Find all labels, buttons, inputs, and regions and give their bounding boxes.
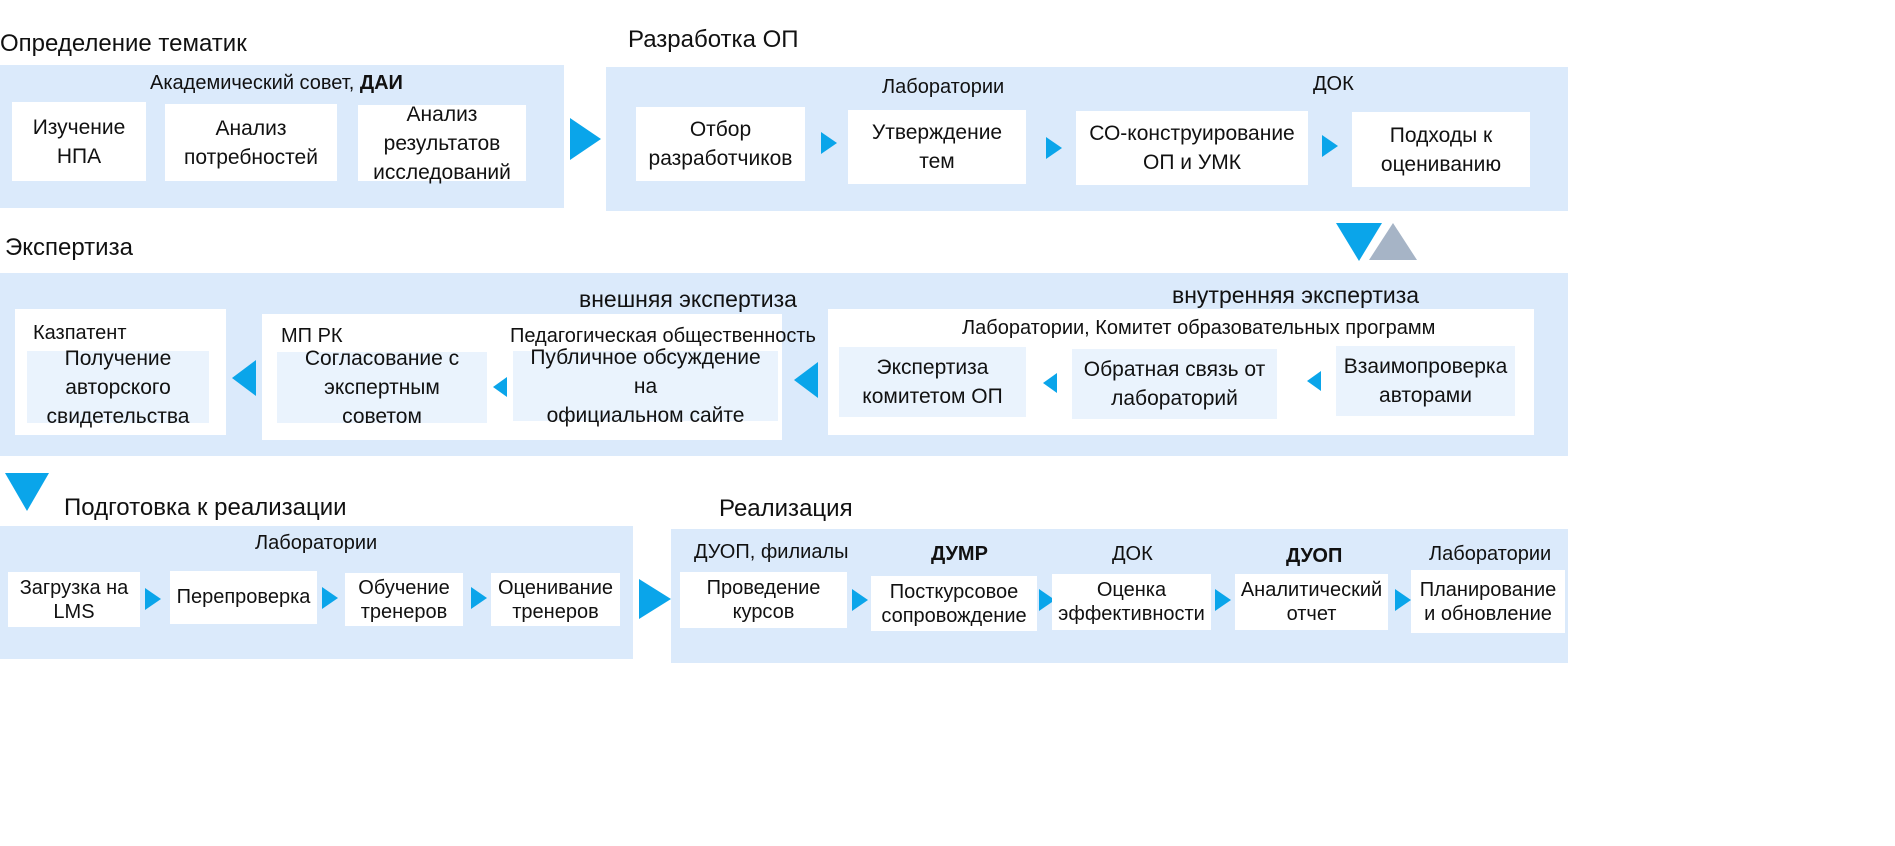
topics-box-3: Анализ результатов исследований	[358, 103, 526, 184]
internal-label: Лаборатории, Комитет образовательных про…	[962, 317, 1436, 339]
mp-label: МП РК	[281, 325, 343, 347]
preparation-labs-label: Лаборатории	[255, 532, 378, 554]
preparation-box-1: Загрузка на LMS	[8, 572, 140, 627]
kazpatent-box: Получение авторского свидетельства	[27, 347, 209, 428]
arrow-left-icon	[794, 362, 818, 398]
development-dok-label: ДОК	[1313, 73, 1354, 95]
implementation-box-1: Проведение курсов	[680, 572, 847, 628]
internal-box-3: Взаимопроверка авторами	[1336, 346, 1515, 416]
preparation-box-2: Перепроверка	[170, 571, 317, 624]
arrow-up-icon	[1369, 223, 1417, 260]
section-title-topics: Определение тематик	[0, 30, 247, 57]
arrow-right-icon	[852, 589, 868, 611]
preparation-box-3: Обучение тренеров	[345, 573, 463, 626]
section-title-expertise: Экспертиза	[5, 234, 133, 261]
implementation-label-2: ДУМР	[931, 543, 988, 565]
development-box-2: Утверждение тем	[848, 110, 1026, 184]
topics-header-bold: ДАИ	[359, 72, 403, 94]
development-box-1: Отбор разработчиков	[636, 107, 805, 181]
arrow-right-icon	[471, 587, 487, 609]
arrow-right-icon	[1039, 589, 1055, 611]
kazpatent-label: Казпатент	[33, 322, 127, 344]
implementation-label-1: ДУОП, филиалы	[694, 541, 849, 563]
arrow-right-icon	[1395, 589, 1411, 611]
implementation-label-4: ДУОП	[1286, 545, 1343, 567]
implementation-box-4: Аналитический отчет	[1235, 574, 1388, 630]
topics-box-1: Изучение НПА	[12, 102, 146, 181]
implementation-label-5: Лаборатории	[1429, 543, 1552, 565]
topics-box-2: Анализ потребностей	[165, 104, 337, 181]
arrow-right-icon	[145, 588, 161, 610]
preparation-box-4: Оценивание тренеров	[491, 573, 620, 626]
arrow-left-icon	[493, 377, 507, 397]
development-labs-label: Лаборатории	[882, 76, 1005, 98]
ped-label: Педагогическая общественность	[510, 325, 816, 347]
development-box-4: Подходы к оцениванию	[1352, 112, 1530, 187]
arrow-right-icon	[1046, 137, 1062, 159]
section-title-implementation: Реализация	[719, 495, 853, 522]
external-expertise-title: внешняя экспертиза	[579, 286, 797, 312]
internal-expertise-title: внутренняя экспертиза	[1172, 282, 1420, 308]
development-box-3: СО-конструирование ОП и УМК	[1076, 111, 1308, 185]
arrow-left-icon	[232, 360, 256, 396]
mp-box: Согласование с экспертным советом	[277, 347, 487, 428]
topics-header: Академический совет, ДАИ	[150, 72, 403, 95]
arrow-right-icon	[322, 587, 338, 609]
implementation-box-2: Посткурсовое сопровождение	[871, 576, 1037, 631]
ped-box: Публичное обсуждение на официальном сайт…	[513, 346, 778, 427]
arrow-right-icon	[639, 579, 671, 619]
section-title-development: Разработка ОП	[628, 26, 799, 53]
arrow-left-icon	[1307, 371, 1321, 391]
arrow-right-icon	[570, 118, 601, 160]
internal-box-2: Обратная связь от лабораторий	[1072, 349, 1277, 419]
internal-box-1: Экспертиза комитетом ОП	[839, 347, 1026, 417]
arrow-down-icon	[1336, 223, 1382, 261]
arrow-left-icon	[1043, 373, 1057, 393]
arrow-down-icon	[5, 473, 49, 511]
implementation-box-3: Оценка эффективности	[1052, 574, 1211, 630]
arrow-right-icon	[821, 132, 837, 154]
implementation-label-3: ДОК	[1112, 543, 1153, 565]
section-title-preparation: Подготовка к реализации	[64, 494, 347, 521]
arrow-right-icon	[1215, 589, 1231, 611]
implementation-box-5: Планирование и обновление	[1411, 570, 1565, 633]
topics-header-prefix: Академический совет,	[150, 72, 360, 94]
arrow-right-icon	[1322, 135, 1338, 157]
